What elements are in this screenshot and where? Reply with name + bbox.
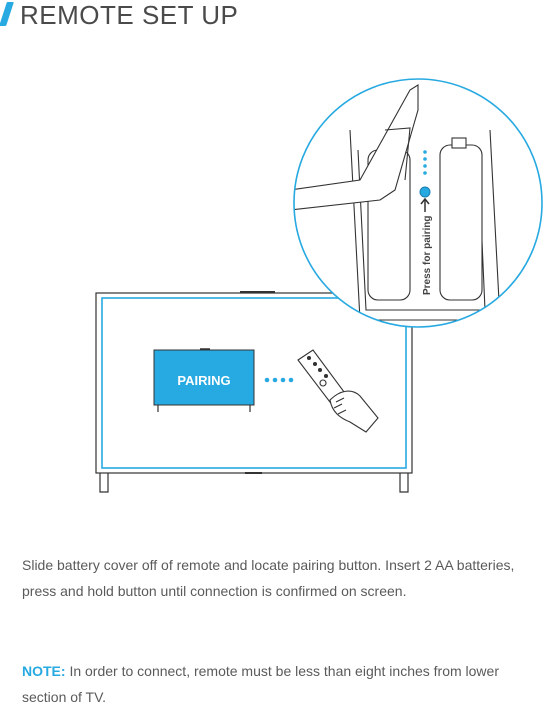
mini-tv-icon: PAIRING (153, 348, 255, 412)
press-for-pairing-label: Press for pairing (422, 216, 433, 295)
note-label: NOTE: (22, 663, 66, 679)
header: REMOTE SET UP (0, 0, 545, 30)
battery-callout: Press for pairing (293, 78, 543, 328)
remote-hand-icon (297, 349, 379, 433)
page-title: REMOTE SET UP (20, 0, 239, 30)
note-text: In order to connect, remote must be less… (22, 663, 499, 705)
pairing-illustration: PAIRING (95, 78, 543, 493)
pairing-button-icon (419, 186, 431, 198)
accent-slash (0, 2, 14, 26)
signal-dots (264, 377, 294, 383)
instruction-paragraph: Slide battery cover off of remote and lo… (22, 557, 515, 599)
callout-dots (423, 150, 427, 175)
note-paragraph: NOTE: In order to connect, remote must b… (22, 658, 545, 710)
pairing-screen-label: PAIRING (177, 373, 230, 388)
